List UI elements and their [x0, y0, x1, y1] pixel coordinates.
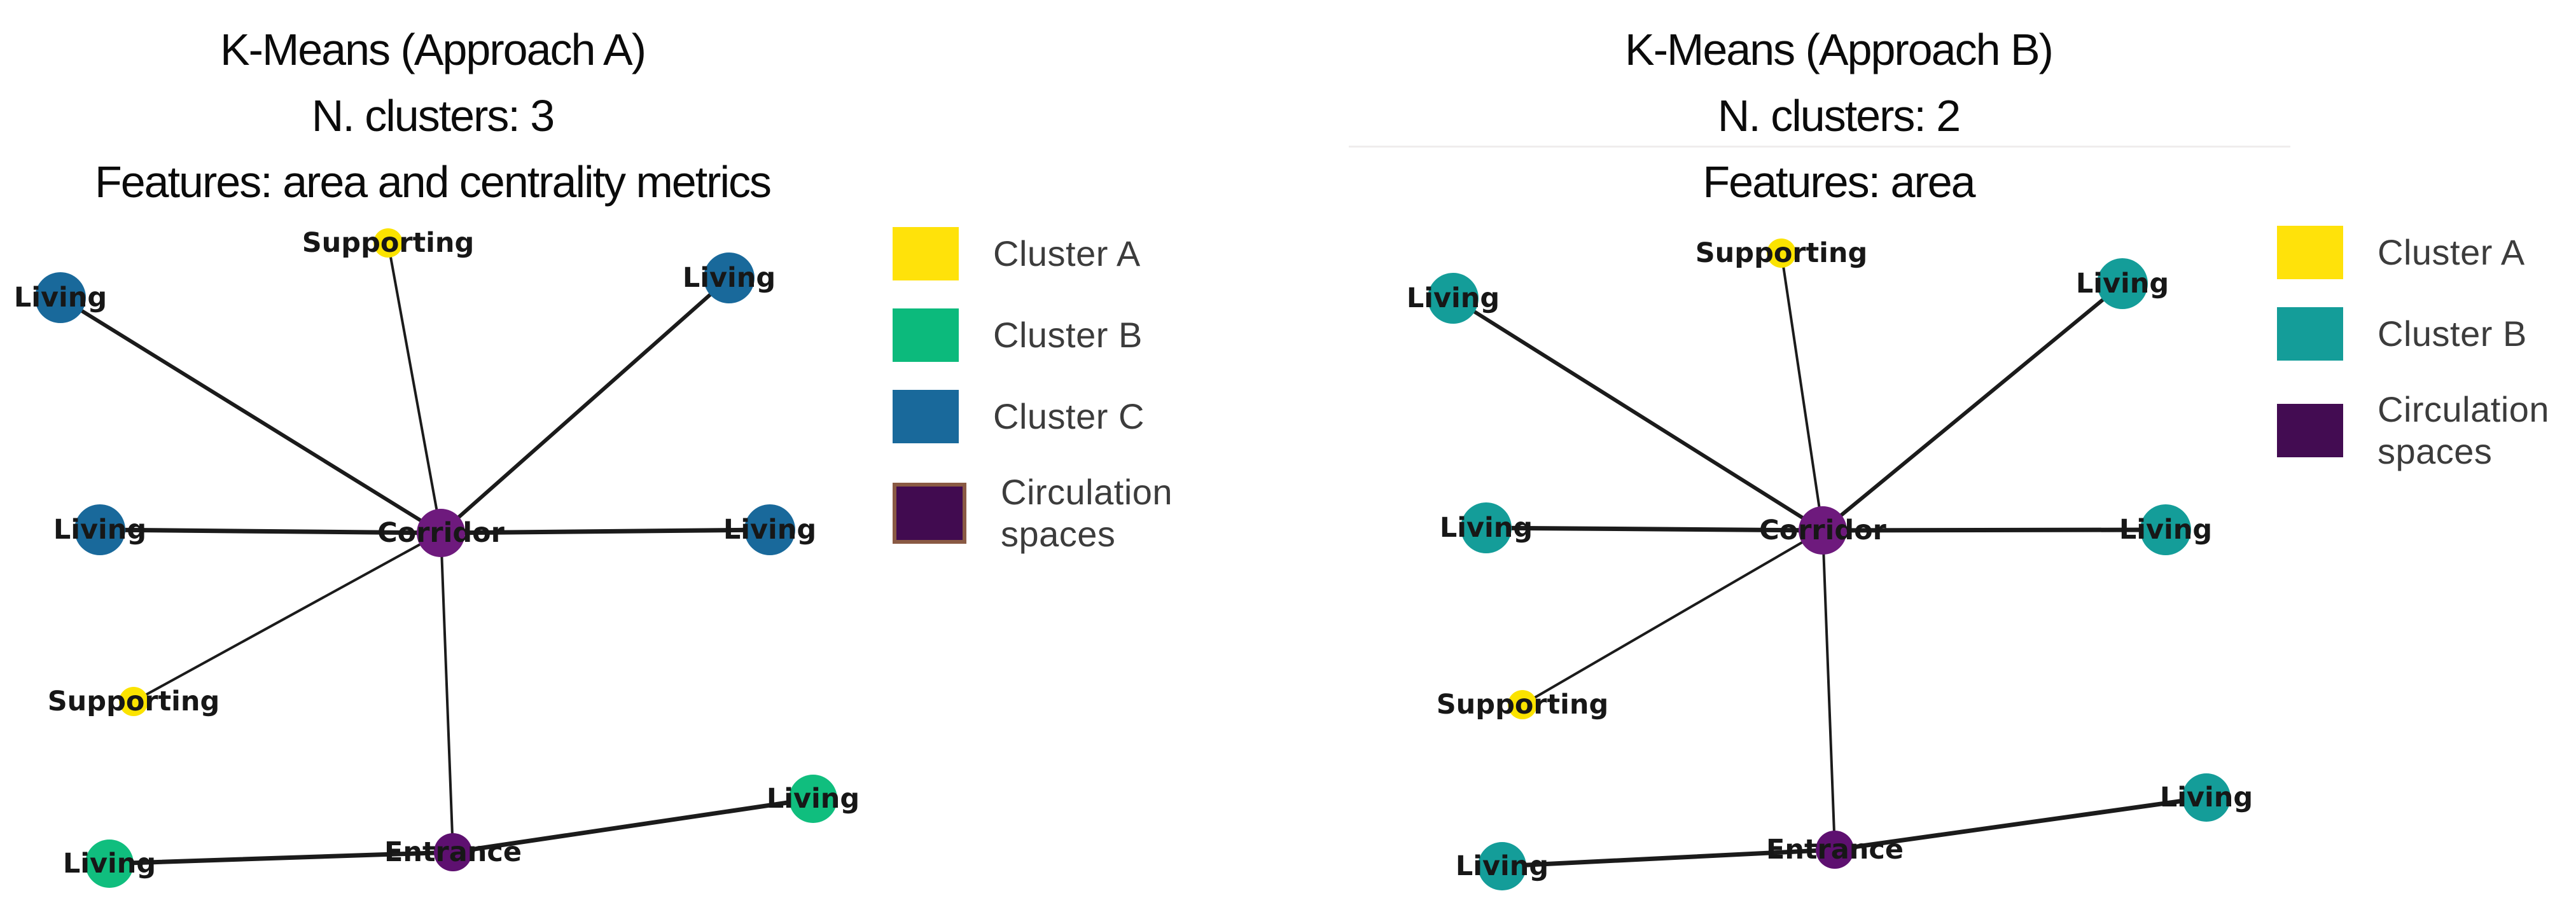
node-living_bl — [85, 840, 134, 888]
node-living_bl — [1478, 842, 1526, 890]
node-living_tl — [35, 272, 86, 323]
legend-swatch-2 — [2277, 404, 2343, 457]
node-label-living_bl: Living — [63, 848, 156, 880]
node-entrance — [1816, 831, 1854, 869]
legend-label-0: Cluster A — [993, 233, 1141, 273]
panel-b-title: K-Means (Approach B) N. clusters: 2 Feat… — [1393, 17, 2284, 215]
legend-swatch-1 — [2277, 307, 2343, 361]
edge-corridor-living_tl — [59, 296, 443, 535]
panel-b-title-line3: Features: area — [1702, 157, 1975, 207]
node-label-corridor: Corridor — [1759, 515, 1887, 546]
node-label-living_ml: Living — [53, 514, 146, 546]
node-label-living_bl: Living — [1456, 850, 1549, 882]
panel-a-title-line2: N. clusters: 3 — [311, 91, 555, 141]
edge-corridor-living_mr — [438, 527, 772, 536]
legend-row-cluster-b: Cluster B — [893, 308, 1173, 362]
node-living_tr — [2097, 258, 2148, 309]
panel-b-title-line2: N. clusters: 2 — [1717, 91, 1961, 141]
edge-corridor-living_tr — [1821, 282, 2124, 532]
panel-b-legend: Cluster A Cluster B Circulation spaces — [2277, 226, 2549, 501]
node-label-living_tr: Living — [683, 262, 776, 294]
node-label-entrance: Entrance — [384, 836, 522, 868]
panel-a-title-line3: Features: area and centrality metrics — [94, 157, 772, 207]
legend-row-cluster-a: Cluster A — [2277, 226, 2549, 279]
node-supporting_bl — [1508, 690, 1537, 719]
edge-corridor-supporting_bl — [132, 532, 442, 703]
node-label-entrance: Entrance — [1766, 834, 1904, 866]
edge-corridor-entrance — [440, 532, 454, 853]
node-living_tl — [1428, 273, 1479, 324]
edge-entrance-living_bl — [107, 850, 456, 866]
legend-swatch-0 — [2277, 226, 2343, 279]
panel-a-legend: Cluster A Cluster B Cluster C Circulation s… — [893, 227, 1173, 583]
node-label-living_br: Living — [2160, 782, 2253, 813]
node-supporting_top — [373, 228, 403, 258]
panel-a-title: K-Means (Approach A) N. clusters: 3 Feat… — [0, 17, 865, 215]
node-label-living_tr: Living — [2076, 268, 2169, 300]
legend-row-cluster-a: Cluster A — [893, 227, 1173, 280]
node-label-supporting_top: Supporting — [1695, 237, 1868, 269]
edge-corridor-living_ml — [1484, 525, 1825, 533]
legend-label-2: Cluster C — [993, 396, 1145, 436]
legend-label-0: Cluster A — [2378, 232, 2525, 272]
legend-swatch-0 — [893, 227, 959, 280]
node-living_mr — [744, 504, 795, 555]
legend-row-cluster-c: Cluster C — [893, 390, 1173, 443]
edge-entrance-living_br — [1832, 795, 2209, 852]
edge-corridor-living_tl — [1451, 296, 1825, 532]
edge-corridor-supporting_bl — [1521, 529, 1824, 706]
legend-label-1: Cluster B — [2378, 314, 2527, 354]
legend-row-circulation-spaces: Circulation spaces — [893, 471, 1173, 555]
node-corridor — [417, 509, 465, 557]
edge-corridor-entrance — [1821, 529, 1836, 851]
legend-row-cluster-b: Cluster B — [2277, 307, 2549, 361]
node-living_br — [2182, 773, 2231, 822]
legend-swatch-3 — [893, 483, 966, 544]
edge-corridor-living_tr — [439, 276, 731, 535]
node-living_ml — [74, 504, 125, 555]
edge-corridor-supporting_top — [1780, 252, 1824, 532]
legend-swatch-2 — [893, 390, 959, 443]
node-label-living_tl: Living — [14, 282, 107, 314]
node-supporting_bl — [119, 687, 148, 716]
legend-label-3: Circulation spaces — [1001, 472, 1173, 554]
panel-a-title-line1: K-Means (Approach A) — [219, 25, 646, 74]
faint-divider-line — [1349, 146, 2290, 148]
node-label-corridor: Corridor — [377, 517, 505, 549]
edge-entrance-living_br — [450, 796, 816, 855]
edge-corridor-living_ml — [97, 527, 443, 536]
legend-swatch-1 — [893, 308, 959, 362]
node-corridor — [1799, 506, 1847, 555]
node-label-supporting_bl: Supporting — [48, 686, 220, 717]
node-label-supporting_bl: Supporting — [1437, 689, 1609, 721]
legend-row-circulation-spaces: Circulation spaces — [2277, 389, 2549, 473]
node-living_mr — [2140, 504, 2191, 555]
node-label-living_tl: Living — [1407, 282, 1500, 314]
node-label-living_ml: Living — [1440, 512, 1533, 544]
node-living_tr — [704, 252, 755, 303]
node-label-living_mr: Living — [723, 514, 816, 546]
node-label-living_br: Living — [767, 783, 860, 815]
node-living_br — [789, 775, 837, 823]
edge-entrance-living_bl — [1500, 847, 1837, 869]
panel-b-title-line1: K-Means (Approach B) — [1625, 25, 2054, 74]
legend-label-1: Cluster B — [993, 315, 1143, 355]
legend-label-2: Circulation spaces — [2378, 389, 2550, 471]
node-supporting_top — [1767, 238, 1796, 268]
node-label-living_mr: Living — [2119, 514, 2212, 546]
node-entrance — [434, 833, 472, 871]
node-living_ml — [1461, 502, 1512, 553]
edge-corridor-supporting_top — [387, 242, 442, 534]
node-label-supporting_top: Supporting — [302, 227, 475, 259]
